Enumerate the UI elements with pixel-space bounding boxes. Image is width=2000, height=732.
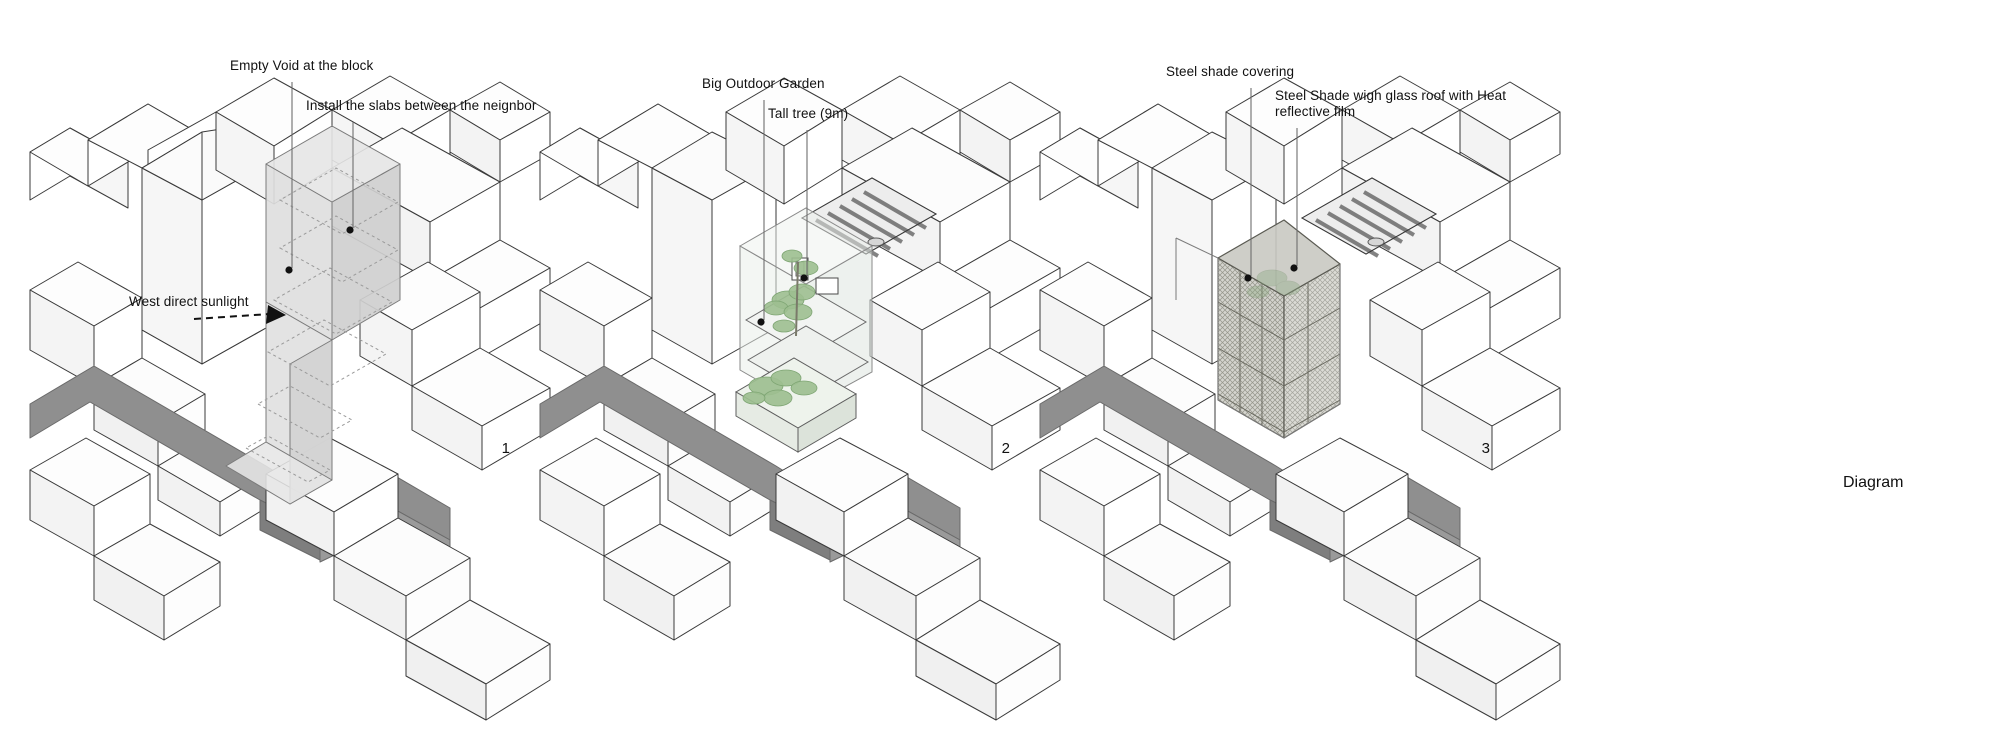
- panel-2-leaders: [763, 100, 808, 320]
- panel-3-steel-shade: Steel shade covering Steel Shade wigh gl…: [1039, 0, 1561, 732]
- leader-dot: [757, 318, 765, 326]
- panel-1-drawing: [29, 75, 551, 721]
- panel-1-leaders: [291, 82, 354, 268]
- label-tall-tree: Tall tree (9m): [768, 106, 849, 121]
- panel-3-drawing: [1039, 75, 1561, 721]
- label-big-outdoor-garden: Big Outdoor Garden: [702, 76, 825, 91]
- glass-roof-louvers: [1300, 177, 1438, 258]
- steel-mesh-shade: [1217, 219, 1341, 439]
- tree-foliage: [742, 249, 819, 407]
- panel-2-drawing: [539, 75, 1061, 721]
- void-slabs: [244, 167, 400, 483]
- label-west-direct-sunlight: West direct sunlight: [129, 294, 249, 309]
- label-empty-void: Empty Void at the block: [230, 58, 374, 73]
- leader-dot: [346, 226, 354, 234]
- label-install-slabs: Install the slabs between the neignbor: [306, 98, 537, 113]
- panel-number-2: 2: [1001, 440, 1010, 457]
- label-steel-shade-glass-roof: Steel Shade wigh glass roof with Heat re…: [1275, 88, 1507, 119]
- sunlight-arrow: [193, 305, 286, 324]
- label-steel-shade-covering: Steel shade covering: [1166, 64, 1295, 79]
- panel-number-1: 1: [501, 440, 510, 457]
- panel-number-3: 3: [1481, 440, 1490, 457]
- panel-2-garden: Big Outdoor Garden Tall tree (9m) 2: [539, 0, 1061, 732]
- panel-3-leaders: [1250, 88, 1298, 276]
- leader-dot: [1244, 274, 1252, 282]
- void-outline: [1175, 237, 1341, 439]
- leader-dot: [285, 266, 293, 274]
- void-volume: [225, 125, 401, 505]
- tree-behind-mesh: [1246, 269, 1301, 299]
- leader-dot: [800, 274, 808, 282]
- sheet-caption: Diagram: [1843, 474, 1904, 491]
- leader-dot: [1290, 264, 1298, 272]
- panel-1-empty-void: Empty Void at the block Install the slab…: [29, 0, 551, 732]
